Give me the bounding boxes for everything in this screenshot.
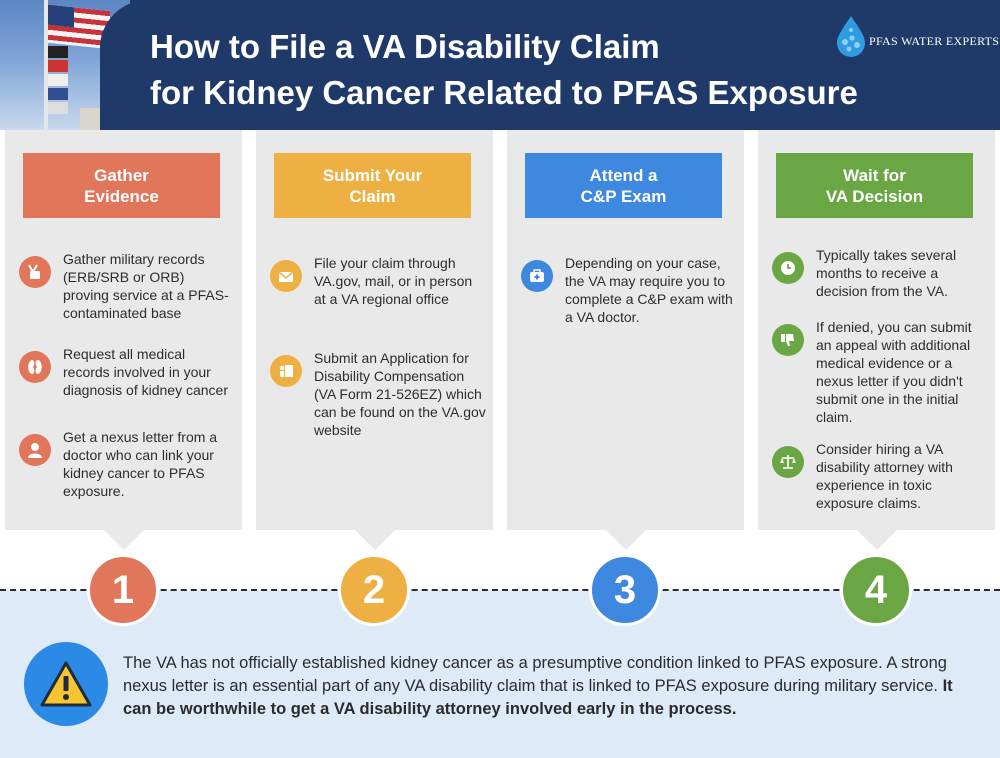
send-mail-icon <box>270 260 302 292</box>
step-4-title: Wait for VA Decision <box>776 153 973 218</box>
header-curve <box>100 0 160 130</box>
step-card-2: Submit Your Claim File your claim throug… <box>256 130 493 550</box>
item-text: Get a nexus letter from a doctor who can… <box>63 429 218 499</box>
military-records-icon <box>19 256 51 288</box>
step-2-title: Submit Your Claim <box>274 153 471 218</box>
step-1-title: Gather Evidence <box>23 153 220 218</box>
item-text: If denied, you can submit an appeal with… <box>816 319 972 425</box>
list-item: File your claim through VA.gov, mail, or… <box>270 254 486 308</box>
step-number-3: 3 <box>589 554 661 626</box>
step-card-4: Wait for VA Decision Typically takes sev… <box>758 130 995 550</box>
step-card-1: Gather Evidence Gather military records … <box>5 130 242 550</box>
note-text: The VA has not officially established ki… <box>123 654 947 695</box>
title-line-1: How to File a VA Disability Claim <box>150 28 660 65</box>
warning-icon <box>24 642 108 726</box>
application-form-icon <box>270 355 302 387</box>
step-3-title: Attend a C&P Exam <box>525 153 722 218</box>
item-text: Submit an Application for Disability Com… <box>314 350 486 438</box>
item-text: Consider hiring a VA disability attorney… <box>816 441 953 511</box>
title-line-2: for Kidney Cancer Related to PFAS Exposu… <box>150 74 858 111</box>
brand-logo: PFAS WATER EXPERTS <box>833 14 999 58</box>
list-item: Gather military records (ERB/SRB or ORB)… <box>19 250 233 322</box>
item-text: Gather military records (ERB/SRB or ORB)… <box>63 251 229 321</box>
timeline-dashed-line <box>0 589 1000 591</box>
item-text: Typically takes several months to receiv… <box>816 247 957 299</box>
item-text: Depending on your case, the VA may requi… <box>565 255 733 325</box>
scales-icon <box>772 446 804 478</box>
disclaimer-note: The VA has not officially established ki… <box>123 652 983 721</box>
brand-name: PFAS WATER EXPERTS <box>869 34 1000 48</box>
list-item: Get a nexus letter from a doctor who can… <box>19 428 233 500</box>
step-number-2: 2 <box>338 554 410 626</box>
step-number-1: 1 <box>87 554 159 626</box>
thumbs-down-icon <box>772 324 804 356</box>
page-title: How to File a VA Disability Claim for Ki… <box>150 24 858 116</box>
note-panel <box>0 590 1000 758</box>
list-item: Submit an Application for Disability Com… <box>270 349 486 439</box>
list-item: Consider hiring a VA disability attorney… <box>772 440 986 512</box>
list-item: Typically takes several months to receiv… <box>772 246 986 300</box>
medical-kit-icon <box>521 260 553 292</box>
water-drop-icon <box>837 16 865 57</box>
item-text: Request all medical records involved in … <box>63 346 228 398</box>
list-item: If denied, you can submit an appeal with… <box>772 318 986 426</box>
step-card-3: Attend a C&P Exam Depending on your case… <box>507 130 744 550</box>
list-item: Depending on your case, the VA may requi… <box>521 254 737 326</box>
clock-icon <box>772 252 804 284</box>
list-item: Request all medical records involved in … <box>19 345 233 399</box>
item-text: File your claim through VA.gov, mail, or… <box>314 255 473 307</box>
header <box>0 0 1000 130</box>
note-bold-text: It can be worthwhile to get a VA disabil… <box>123 677 953 718</box>
step-number-4: 4 <box>840 554 912 626</box>
doctor-icon <box>19 434 51 466</box>
kidney-icon <box>19 351 51 383</box>
